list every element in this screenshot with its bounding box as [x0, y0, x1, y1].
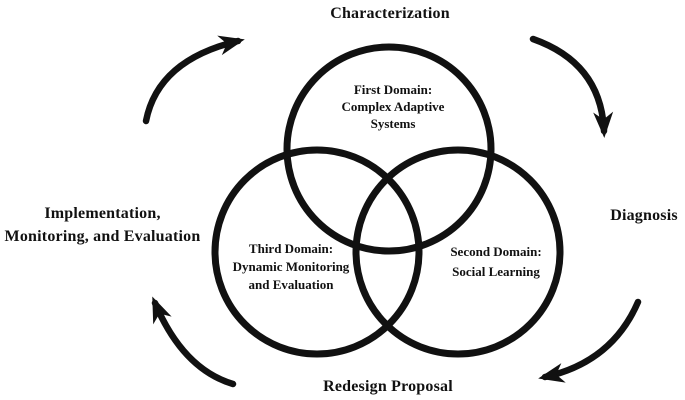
second-domain-line1: Second Domain:: [450, 244, 542, 259]
arrow-top-to-right-icon: [529, 35, 614, 138]
cycle-stage-diagnosis: Diagnosis: [610, 207, 678, 224]
first-domain-label: First Domain: Complex Adaptive Systems: [313, 81, 473, 132]
second-domain-line2: Social Learning: [452, 264, 540, 279]
third-domain-label: Third Domain: Dynamic Monitoring and Eva…: [211, 240, 371, 294]
cycle-stage-redesign-proposal: Redesign Proposal: [323, 378, 453, 395]
second-domain-label: Second Domain: Social Learning: [416, 242, 576, 282]
third-domain-circle: [211, 146, 423, 358]
first-domain-line3: Systems: [370, 116, 416, 131]
cycle-stage-left-line1: Implementation,: [44, 205, 161, 222]
arrow-left-to-top-icon: [142, 35, 245, 125]
cycle-stage-left-line2: Monitoring, and Evaluation: [4, 228, 201, 245]
third-domain-line2: Dynamic Monitoring: [232, 259, 350, 274]
arrow-bottom-to-left-icon: [151, 296, 237, 388]
cycle-stage-implementation-monitoring-evaluation: Implementation, Monitoring, and Evaluati…: [0, 202, 205, 248]
arrow-right-to-bottom-icon: [538, 298, 642, 383]
third-domain-line1: Third Domain:: [248, 241, 334, 256]
third-domain-line3: and Evaluation: [248, 277, 334, 292]
first-domain-line1: First Domain:: [353, 82, 433, 97]
first-domain-circle: [283, 43, 495, 255]
cycle-stage-characterization: Characterization: [330, 5, 450, 22]
first-domain-line2: Complex Adaptive: [341, 99, 445, 114]
second-domain-circle: [352, 146, 564, 358]
